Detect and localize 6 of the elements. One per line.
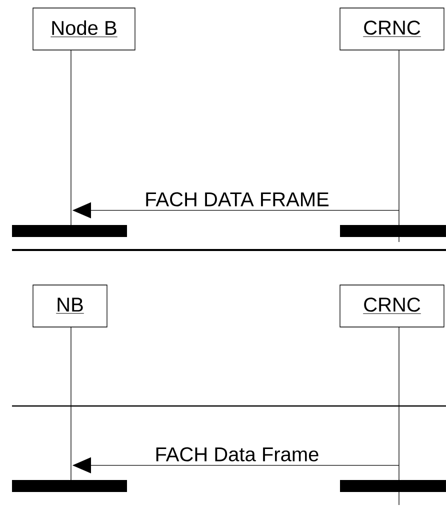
participant-box: CRNC xyxy=(340,284,444,328)
participant-box: NB xyxy=(32,284,108,328)
message-label: FACH Data Frame xyxy=(153,446,321,463)
participant-box: Node B xyxy=(32,8,136,50)
participant-box: CRNC xyxy=(340,8,444,50)
message-label: FACH DATA FRAME xyxy=(143,190,331,208)
